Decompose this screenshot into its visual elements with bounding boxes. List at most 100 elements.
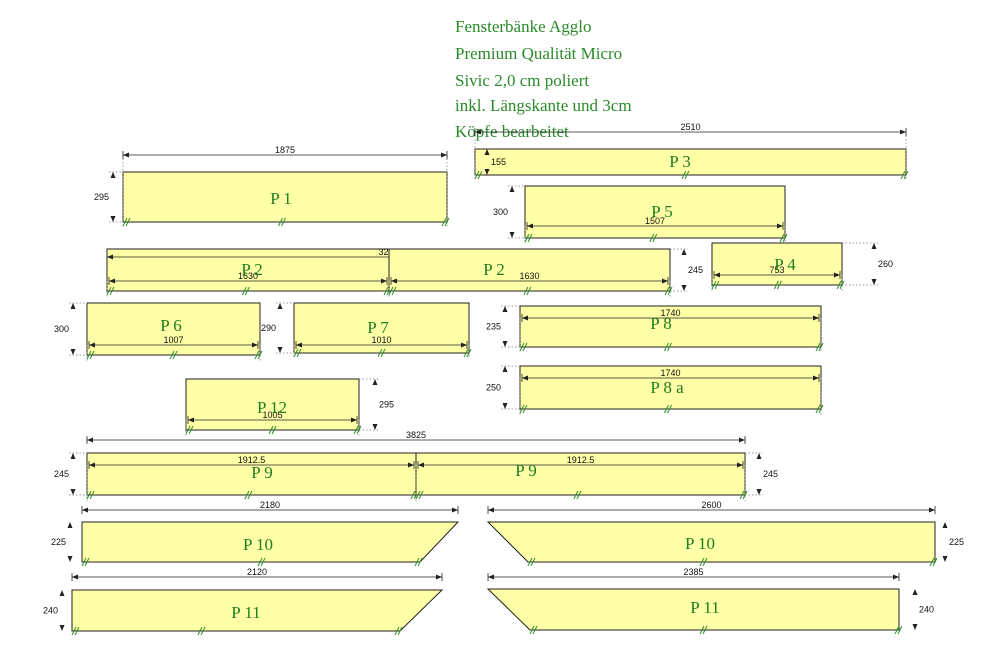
note-line: inkl. Längskante und 3cm — [455, 96, 632, 115]
edge-mark — [529, 625, 535, 635]
edge-mark — [897, 625, 903, 635]
dimension-arrow — [756, 489, 762, 495]
depth-label: 300 — [493, 207, 508, 217]
piece-outline — [415, 452, 746, 496]
dimension-arrow — [70, 489, 76, 495]
edge-mark — [278, 217, 283, 227]
edge-mark — [260, 557, 266, 567]
dimension-arrow — [484, 169, 490, 175]
piece-label: P 9 — [515, 461, 537, 480]
edge-mark — [702, 557, 708, 567]
dimension-arrow — [509, 232, 515, 238]
depth-label: 245 — [688, 265, 703, 275]
edge-mark — [684, 170, 690, 180]
edge-mark — [466, 348, 472, 358]
edge-mark — [664, 286, 670, 296]
dimension-arrow — [296, 342, 302, 348]
piece-outline — [122, 171, 448, 223]
edge-mark — [664, 404, 669, 414]
piece-label: P 7 — [367, 318, 389, 337]
depth-label: 240 — [43, 606, 58, 616]
edge-mark — [188, 425, 194, 435]
edge-mark — [815, 342, 821, 352]
edge-mark — [681, 170, 687, 180]
edge-mark — [526, 286, 532, 296]
dimension-arrow — [681, 285, 687, 291]
dimension-arrow — [893, 574, 899, 580]
edge-mark — [779, 233, 785, 243]
edge-mark — [441, 217, 447, 227]
edge-mark — [524, 233, 530, 243]
depth-label: 295 — [94, 192, 109, 202]
edge-mark — [74, 626, 80, 636]
length-label: 1007 — [163, 335, 183, 345]
dimension-arrow — [70, 303, 76, 309]
depth-label: 250 — [486, 383, 501, 393]
note-line: Sivic 2,0 cm poliert — [455, 71, 589, 90]
edge-mark — [247, 490, 253, 500]
edge-mark — [444, 217, 450, 227]
dimension-arrow — [912, 624, 918, 630]
edge-mark — [782, 233, 788, 243]
edge-mark — [699, 625, 705, 635]
edge-mark — [702, 625, 708, 635]
edge-mark — [474, 170, 480, 180]
piece-label: P 6 — [160, 316, 182, 335]
edge-mark — [417, 557, 423, 567]
edge-mark — [86, 350, 92, 360]
piece-label: P 2 — [241, 260, 263, 279]
dimension-arrow — [756, 453, 762, 459]
dimension-arrow — [777, 223, 783, 229]
edge-mark — [714, 280, 720, 290]
edge-mark — [576, 490, 582, 500]
edge-mark — [532, 625, 538, 635]
dimension-arrow — [502, 306, 508, 312]
dimension-arrow — [381, 278, 387, 284]
depth-label: 235 — [486, 322, 501, 332]
edge-mark — [169, 350, 175, 360]
dimension-arrow — [522, 375, 528, 381]
edge-mark — [391, 286, 397, 296]
dimension-arrow — [110, 172, 116, 178]
dimension-arrow — [89, 462, 95, 468]
edge-mark — [776, 280, 782, 290]
length-label: 753 — [769, 265, 784, 275]
length-label: 1010 — [371, 335, 391, 345]
note-line: Köpfe bearbeitet — [455, 122, 569, 141]
dimension-arrow — [107, 254, 113, 260]
depth-label: 245 — [763, 469, 778, 479]
edge-mark — [415, 490, 421, 500]
edge-mark — [667, 404, 672, 414]
edge-mark — [739, 490, 745, 500]
note-line: Premium Qualität Micro — [455, 44, 622, 63]
piece-outline — [711, 242, 843, 286]
length-label: 2385 — [683, 567, 703, 577]
piece-label: P 1 — [270, 189, 292, 208]
dimension-arrow — [441, 152, 447, 158]
edge-mark — [477, 170, 483, 180]
dimension-arrow — [188, 417, 194, 423]
edge-mark — [296, 348, 302, 358]
dimension-arrow — [714, 272, 720, 278]
edge-mark — [699, 557, 705, 567]
edge-mark — [664, 342, 669, 352]
piece-p-7: 1010 290 P 7 — [261, 302, 472, 359]
piece-label: P 11 — [690, 598, 719, 617]
edge-mark — [257, 350, 263, 360]
depth-label: 225 — [949, 537, 964, 547]
depth-label: 290 — [261, 323, 276, 333]
depth-label: 240 — [919, 605, 934, 615]
piece-outline — [86, 302, 261, 356]
dimension-arrow — [418, 462, 424, 468]
dimension-arrow — [871, 279, 877, 285]
